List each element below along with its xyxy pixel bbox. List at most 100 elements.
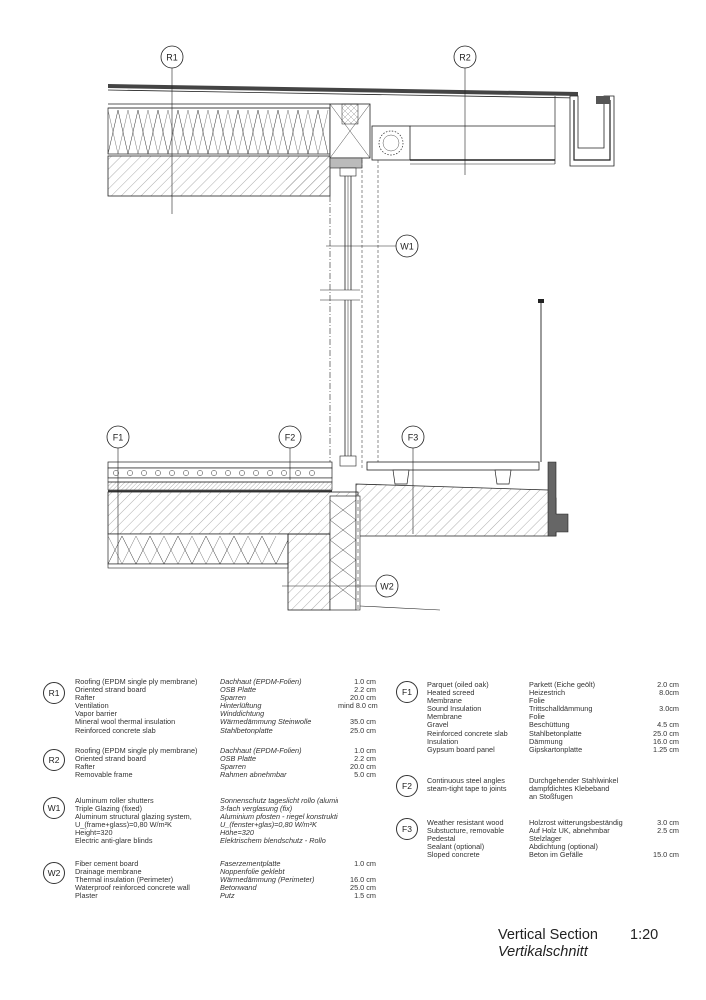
legend-row: Oriented strand board OSB Platte 2.2 cm bbox=[75, 754, 376, 764]
layer-name-en: Rafter bbox=[75, 694, 95, 703]
layer-name-de: Gipskartonplatte bbox=[529, 745, 583, 754]
layer-name-en: Reinforced concrete slab bbox=[75, 726, 156, 735]
layer-name-en: Sound Insulation bbox=[427, 705, 482, 714]
callout-f2: F2 bbox=[278, 425, 302, 449]
callout-w2: W2 bbox=[375, 574, 399, 598]
layer-thickness: 1.0 cm bbox=[354, 746, 376, 755]
layer-name-en: Electric anti-glare blinds bbox=[75, 837, 153, 846]
layer-name-en: Vapor barrier bbox=[75, 710, 118, 719]
legend-row: Vapor barrier Winddichtung bbox=[75, 710, 376, 718]
svg-text:F1: F1 bbox=[113, 433, 124, 443]
layer-name-en: Gravel bbox=[427, 721, 449, 730]
layer-thickness bbox=[338, 805, 376, 813]
layer-thickness: 3.0 cm bbox=[657, 818, 679, 827]
layer-name-en: Oriented strand board bbox=[75, 686, 146, 695]
callout-r2: R2 bbox=[453, 45, 477, 69]
drawing-scale: 1:20 bbox=[630, 927, 659, 943]
layer-thickness: 1.0 cm bbox=[354, 859, 376, 868]
svg-text:R1: R1 bbox=[166, 53, 178, 63]
layer-name-de: Dämmung bbox=[529, 737, 563, 746]
layer-name-en: Membrane bbox=[427, 713, 462, 722]
legend-row: Roofing (EPDM single ply membrane)Dachha… bbox=[75, 746, 376, 755]
layer-name-de: Parkett (Eiche geölt) bbox=[529, 681, 596, 689]
layer-name-de: Stahlbetonplatte bbox=[529, 729, 582, 738]
layer-thickness bbox=[338, 821, 376, 829]
layer-name-de: Elektrischem blendschutz - Rollo bbox=[220, 837, 326, 846]
layer-name-de: Winddichtung bbox=[220, 710, 265, 719]
layer-thickness: 1.5 cm bbox=[354, 891, 376, 901]
legend-row: Mineral wool thermal insulation Wärmedämm… bbox=[75, 718, 376, 726]
layer-name-en: steam-tight tape to joints bbox=[427, 785, 507, 794]
layer-name-en: Fiber cement board bbox=[75, 860, 139, 868]
legend-badge-w2: W2 bbox=[43, 862, 65, 884]
layer-name-de: Wärmedämmung (Perimeter) bbox=[220, 876, 315, 885]
roof-assembly bbox=[107, 84, 615, 197]
svg-text:W2: W2 bbox=[380, 582, 394, 592]
layer-thickness: 2.5 cm bbox=[657, 826, 679, 836]
layer-name-en: Oriented strand board bbox=[75, 755, 146, 764]
section-drawing: R1 R2 W1 F1 F2 F3 W2 bbox=[106, 45, 615, 611]
layer-name-en: Removable frame bbox=[75, 771, 133, 780]
layer-thickness bbox=[338, 829, 376, 837]
layer-name-en: Mineral wool thermal insulation bbox=[75, 718, 176, 727]
svg-text:R2: R2 bbox=[459, 53, 471, 63]
legend-r2: Roofing (EPDM single ply membrane)Dachha… bbox=[75, 746, 376, 780]
legend-badge-f2: F2 bbox=[396, 775, 418, 797]
layer-name-de: Dachhaut (EPDM-Folien) bbox=[220, 747, 302, 755]
layer-thickness: 20.0 cm bbox=[350, 693, 376, 703]
layer-name-en: Gypsum board panel bbox=[427, 745, 495, 754]
glazing-assembly bbox=[320, 160, 379, 470]
svg-text:F3: F3 bbox=[408, 433, 419, 443]
layer-name-en: Substucture, removable bbox=[427, 827, 505, 836]
layer-name-de: Putz bbox=[220, 892, 235, 901]
layer-name-en: Reinforced concrete slab bbox=[427, 729, 508, 738]
layer-thickness: mind 8.0 cm bbox=[338, 701, 378, 711]
legend-f1: Parquet (oiled oak)Parkett (Eiche geölt)… bbox=[427, 680, 679, 754]
legend-badge-f3: F3 bbox=[396, 818, 418, 840]
layer-name-de: Rahmen abnehmbar bbox=[220, 771, 287, 780]
layer-name-en: Plaster bbox=[75, 892, 98, 901]
layer-name-en: Weather resistant wood bbox=[427, 819, 504, 827]
layer-name-en: Thermal insulation (Perimeter) bbox=[75, 876, 174, 885]
layer-name-de: Dachhaut (EPDM-Folien) bbox=[220, 678, 302, 686]
layer-thickness: 3.0cm bbox=[659, 704, 679, 714]
layer-name-de: Betonwand bbox=[220, 884, 257, 893]
layer-name-de: U_(fenster+glas)=0,80 W/m²K bbox=[220, 821, 317, 830]
layer-name-en: Triple Glazing (fixed) bbox=[75, 805, 143, 814]
callout-r1: R1 bbox=[160, 45, 184, 69]
layer-name-de: Wärmedämmung Steinwolle bbox=[220, 718, 312, 727]
layer-name-en: Heated screed bbox=[427, 689, 475, 698]
layer-name-en: Drainage membrane bbox=[75, 868, 142, 877]
legend-row: Triple Glazing (fixed)3-fach verglasung … bbox=[75, 805, 376, 813]
layer-name-de: Durchgehender Stahlwinkel bbox=[529, 777, 619, 785]
callout-f1: F1 bbox=[106, 425, 130, 449]
callout-f3: F3 bbox=[401, 425, 425, 449]
layer-name-en: Aluminum roller shutters bbox=[75, 797, 154, 805]
layer-name-de: Beton im Gefälle bbox=[529, 851, 583, 860]
layer-thickness: 2.2 cm bbox=[354, 754, 376, 764]
legend-row: Plaster Putz 1.5 cm bbox=[75, 892, 376, 900]
layer-name-de: OSB Platte bbox=[220, 755, 257, 764]
layer-name-en: Membrane bbox=[427, 697, 462, 706]
legend-row: Thermal insulation (Perimeter) Wärmedämmu… bbox=[75, 876, 376, 884]
layer-thickness bbox=[338, 797, 376, 805]
layer-thickness: 16.0 cm bbox=[350, 875, 376, 885]
